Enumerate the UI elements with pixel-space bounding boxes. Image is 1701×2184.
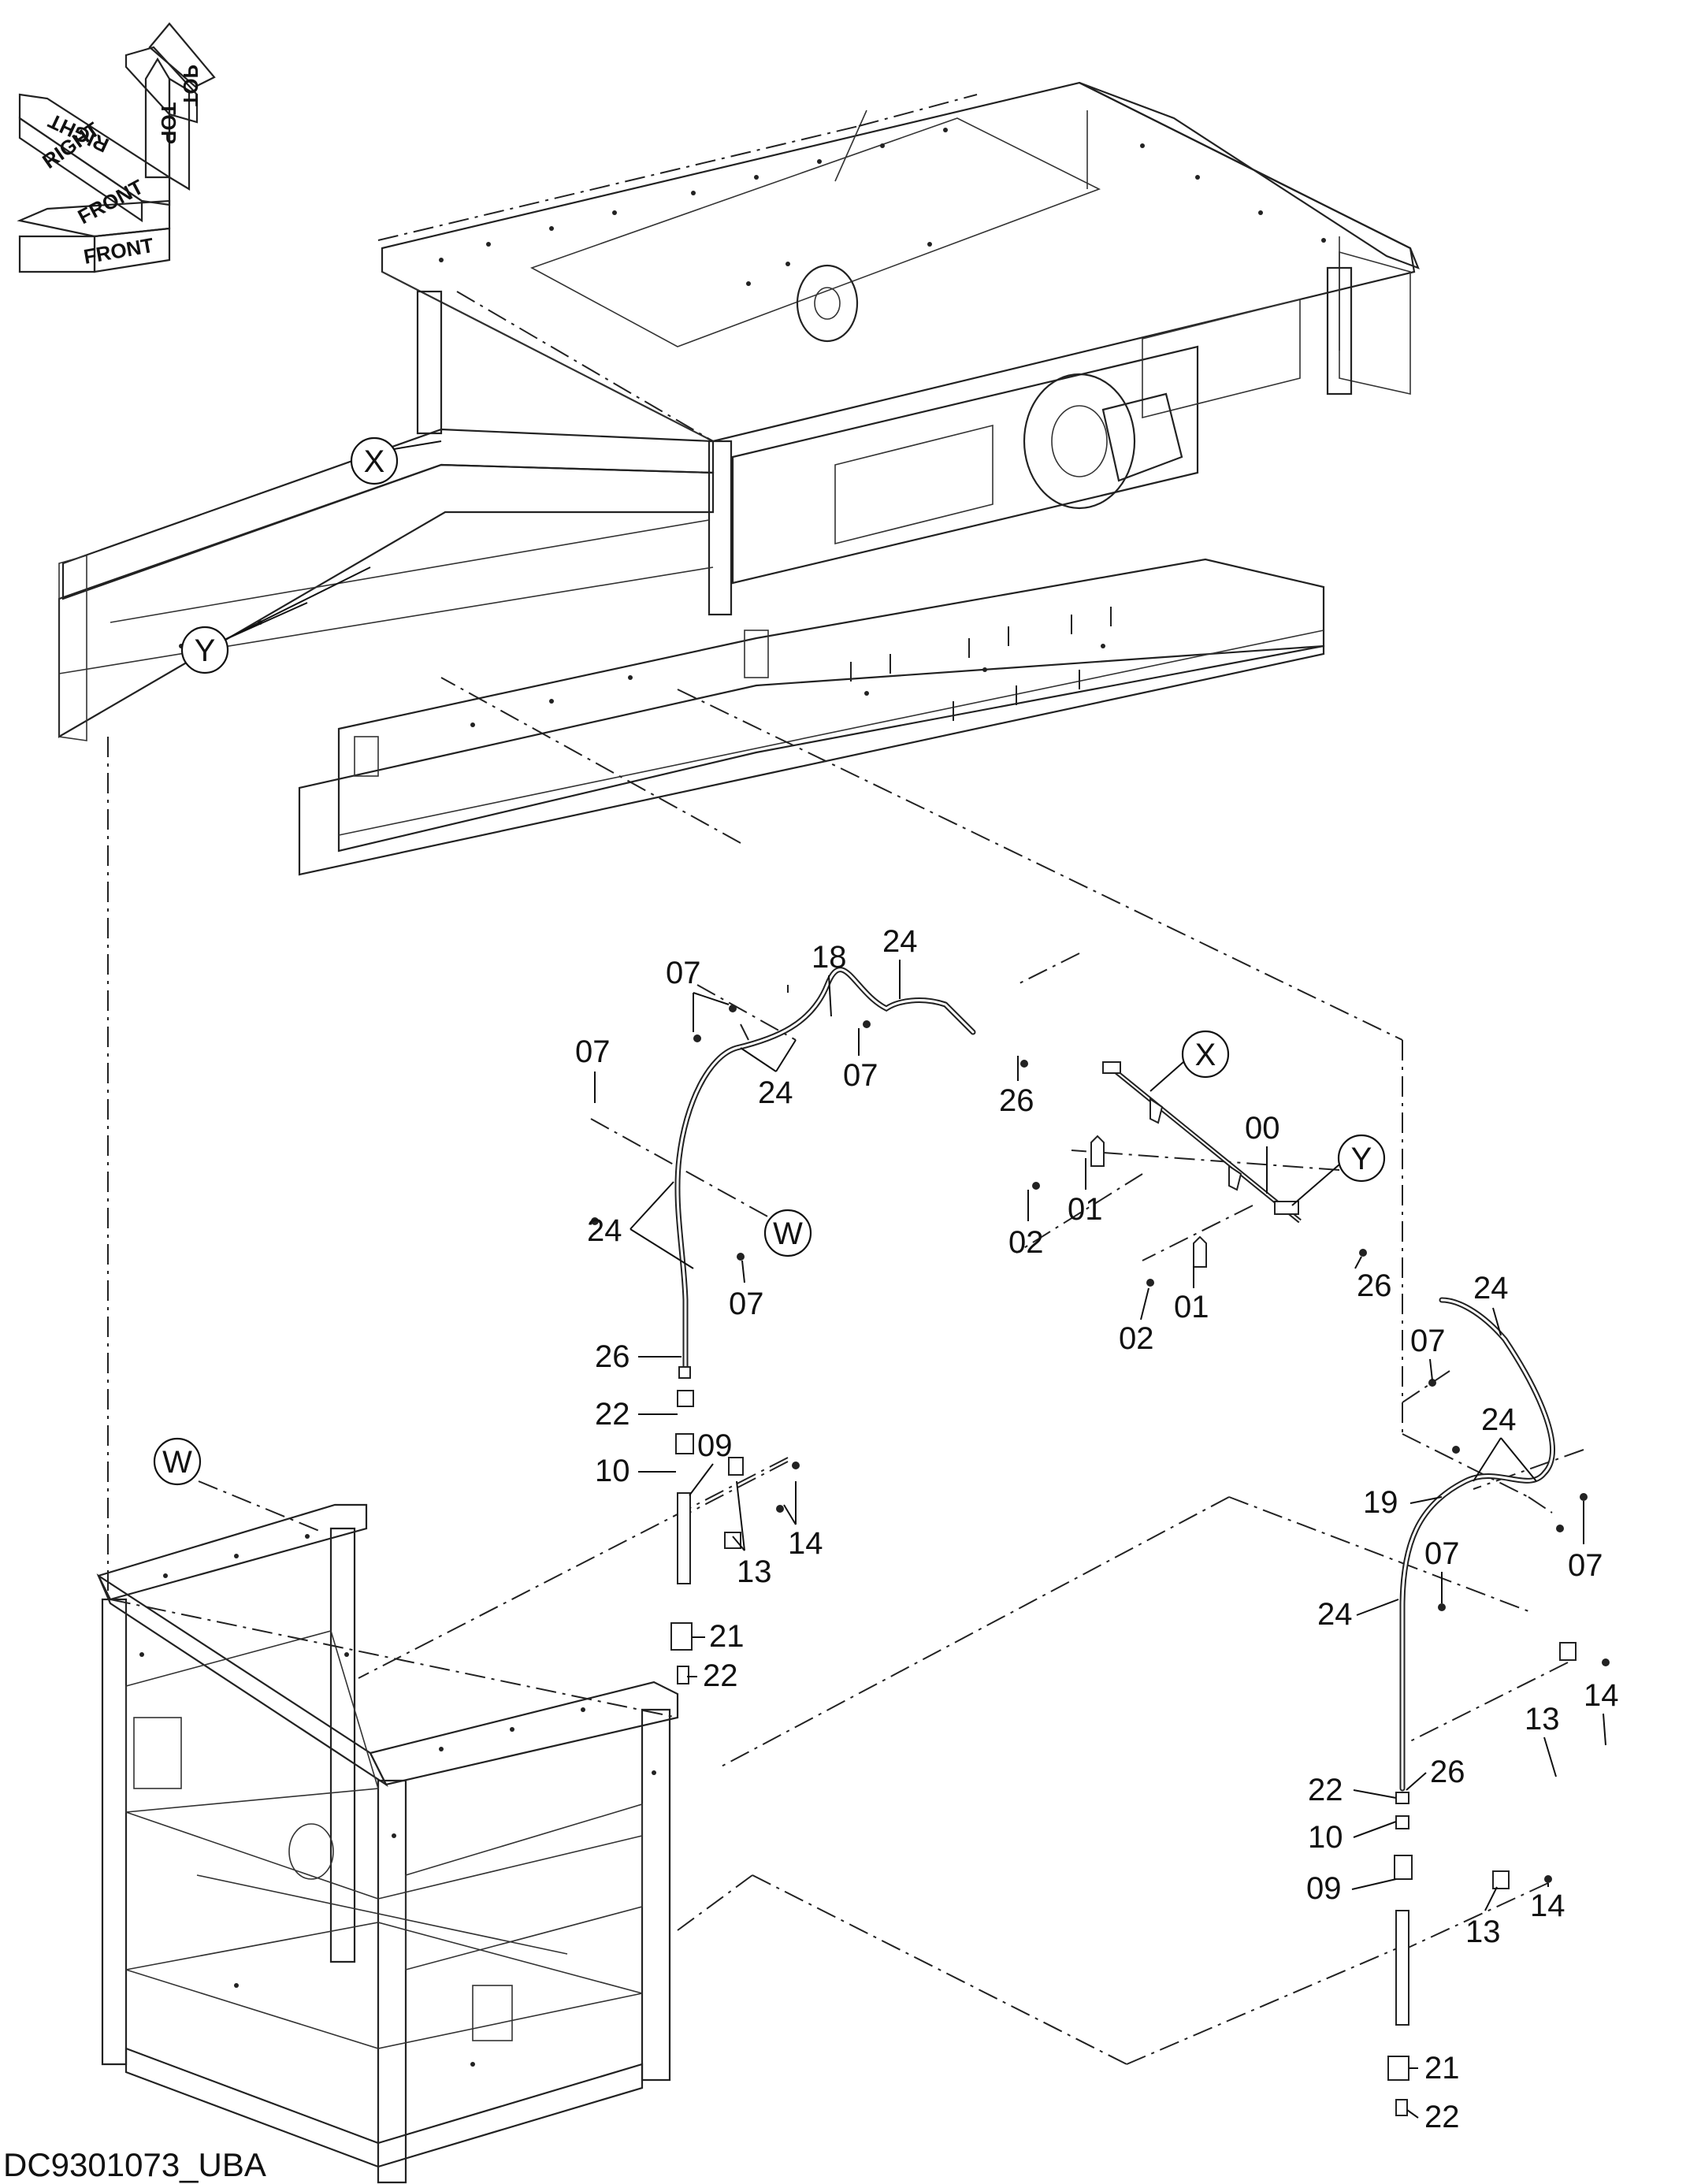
upper-frame-assembly	[58, 81, 1420, 876]
label-02: 02	[1008, 1225, 1044, 1260]
lower-chassis-frame	[96, 1503, 679, 2184]
label-21: 21	[1424, 2051, 1460, 2086]
clamps-01	[1032, 1135, 1367, 1287]
label-01: 01	[1174, 1290, 1209, 1324]
part-labels: 07 18 24 07 07 24 26 00 01 02 26 01 02 2…	[575, 924, 1619, 2134]
label-10: 10	[1308, 1820, 1343, 1855]
label-07: 07	[1410, 1324, 1446, 1358]
label-10: 10	[595, 1454, 630, 1488]
callout-w-lower-label: W	[162, 1445, 192, 1480]
label-07: 07	[729, 1287, 764, 1321]
callout-y-upper: Y	[180, 566, 371, 674]
assembly-lines	[107, 689, 1584, 2065]
label-26: 26	[999, 1083, 1034, 1118]
callout-y-hose: Y	[1291, 1134, 1386, 1206]
label-13: 13	[1465, 1915, 1501, 1949]
label-09: 09	[1306, 1871, 1342, 1906]
label-01: 01	[1068, 1192, 1103, 1227]
orientation-top: TOP	[157, 102, 180, 144]
label-07: 07	[1568, 1548, 1603, 1583]
label-18: 18	[812, 940, 847, 975]
callout-w-hose: W	[763, 1209, 812, 1257]
label-24: 24	[758, 1075, 793, 1110]
callout-x-upper-label: X	[364, 444, 385, 479]
label-13: 13	[737, 1554, 772, 1589]
label-07: 07	[843, 1058, 878, 1093]
label-24: 24	[587, 1213, 622, 1248]
right-fittings	[1387, 1379, 1610, 2116]
label-22: 22	[1424, 2100, 1460, 2134]
label-22: 22	[703, 1658, 738, 1693]
orientation-indicator: TOP TOP RIGHT RIGHT FRONT FRONT	[17, 22, 216, 273]
label-00: 00	[1245, 1111, 1280, 1146]
callout-y-hose-label: Y	[1351, 1142, 1372, 1176]
label-07: 07	[575, 1034, 611, 1069]
label-24: 24	[1481, 1402, 1517, 1437]
label-24: 24	[1317, 1597, 1353, 1632]
label-26: 26	[595, 1339, 630, 1374]
orientation-top-mirror: TOP	[179, 65, 202, 106]
label-22: 22	[595, 1397, 630, 1432]
label-21: 21	[709, 1619, 745, 1654]
label-24: 24	[882, 924, 918, 959]
label-26: 26	[1357, 1268, 1392, 1303]
label-14: 14	[1530, 1889, 1565, 1923]
label-22: 22	[1308, 1773, 1343, 1807]
label-14: 14	[1584, 1678, 1619, 1713]
label-26: 26	[1430, 1755, 1465, 1789]
left-fittings	[591, 1005, 1028, 1684]
label-09: 09	[697, 1428, 733, 1463]
callout-x-hose-label: X	[1195, 1038, 1216, 1072]
callout-w-lower: W	[153, 1437, 202, 1486]
label-07: 07	[666, 956, 701, 990]
label-13: 13	[1525, 1702, 1560, 1736]
diagram-code: DC9301073_UBA	[3, 2146, 266, 2183]
callout-x-upper: X	[350, 436, 442, 485]
callout-y-upper-label: Y	[195, 633, 216, 668]
label-24: 24	[1473, 1271, 1509, 1306]
hose-18	[674, 967, 976, 1370]
callout-x-hose: X	[1149, 1030, 1230, 1092]
label-19: 19	[1363, 1485, 1398, 1520]
label-07: 07	[1424, 1536, 1460, 1571]
label-14: 14	[788, 1526, 823, 1561]
hose-19	[1399, 1297, 1555, 1792]
callout-w-hose-label: W	[773, 1216, 803, 1251]
label-02: 02	[1119, 1321, 1154, 1356]
